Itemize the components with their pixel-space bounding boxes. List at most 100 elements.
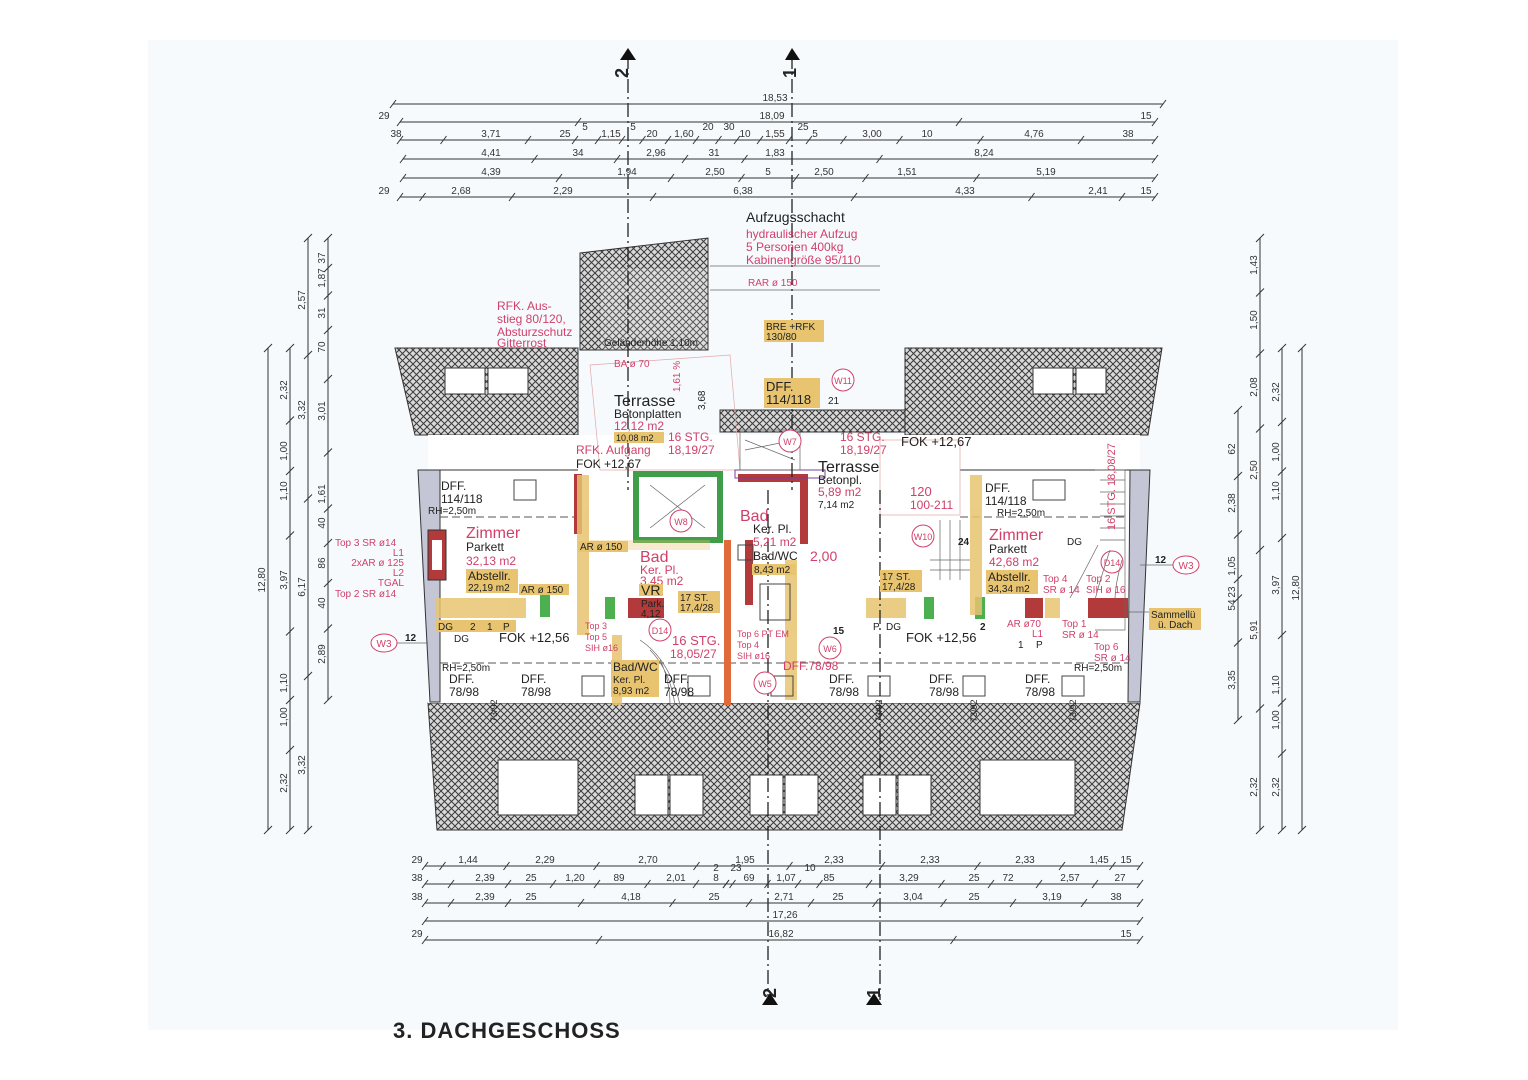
stairs-label: 16 STG. bbox=[668, 430, 713, 444]
dff-label: DFF. bbox=[766, 379, 793, 394]
dff-label: DFF. bbox=[985, 481, 1010, 495]
dim-tick bbox=[785, 135, 793, 145]
dim-tick bbox=[693, 861, 700, 871]
dim-tick bbox=[1255, 288, 1265, 297]
dim-label: 23 bbox=[730, 863, 742, 874]
dim-label: 4,18 bbox=[621, 892, 641, 903]
dim-label: 3,00 bbox=[862, 129, 882, 140]
dff-size: 78/98 bbox=[449, 685, 479, 699]
storage-area: 22,19 m2 bbox=[468, 583, 510, 594]
ba-label: BA ø 70 bbox=[614, 359, 650, 370]
dim-tick bbox=[447, 879, 455, 889]
dim-tick bbox=[1109, 861, 1116, 871]
bath-name: Bad bbox=[640, 549, 668, 566]
dim-label: 15 bbox=[1120, 929, 1132, 940]
stairs-size: 18,05/27 bbox=[670, 647, 717, 661]
marker-d14: D14 bbox=[648, 618, 672, 642]
dim-tick bbox=[323, 695, 333, 705]
dim-label: 1,10 bbox=[1271, 481, 1282, 501]
dim-label: 2,50 bbox=[1249, 460, 1260, 480]
marker-label: W6 bbox=[823, 644, 837, 654]
dim-label: 2,39 bbox=[475, 892, 495, 903]
dg-label: DG bbox=[886, 622, 901, 633]
dim-tick bbox=[850, 192, 858, 202]
dim-tick bbox=[692, 135, 700, 145]
dim-tick bbox=[715, 135, 722, 145]
rfk-exit-line: RFK. Aus- bbox=[497, 299, 552, 313]
dim-label: 2,41 bbox=[1088, 186, 1108, 197]
dim-tick bbox=[862, 173, 869, 183]
stairs-label: 16 STG. bbox=[672, 633, 720, 648]
room-height: RH=2,50m bbox=[442, 663, 490, 674]
dim-label: 2,32 bbox=[1249, 777, 1260, 797]
drawing-title: 3. DACHGESCHOSS bbox=[393, 1018, 621, 1043]
dff-label: DFF. bbox=[521, 672, 546, 686]
stairs-size: 18,19/27 bbox=[840, 443, 887, 457]
dim-tick bbox=[1233, 405, 1243, 415]
storage-area: 34,34 m2 bbox=[988, 584, 1030, 595]
marker-label: W11 bbox=[834, 376, 852, 386]
dim-label: 6,17 bbox=[297, 577, 308, 597]
dim-tick bbox=[323, 291, 333, 300]
fok-level: FOK +12,67 bbox=[901, 434, 971, 449]
dim-tick bbox=[593, 861, 600, 871]
dim-label: 1,44 bbox=[458, 855, 478, 866]
dim-label: 25 bbox=[525, 873, 537, 884]
marker-label: W8 bbox=[674, 517, 688, 527]
sammel-label: Sammellü bbox=[1151, 610, 1195, 621]
axis-label-2-bottom: 2 bbox=[760, 988, 780, 998]
dim-tick bbox=[323, 263, 333, 273]
duct-label: Top 3 bbox=[585, 621, 607, 631]
dim-tick bbox=[639, 135, 646, 145]
dim-tick bbox=[323, 448, 333, 457]
dim-label: 4,39 bbox=[481, 167, 501, 178]
dim-label: 2,57 bbox=[1060, 873, 1080, 884]
dim-label: 18,09 bbox=[759, 111, 784, 122]
dim-label: 38 bbox=[411, 873, 423, 884]
marker-label: W7 bbox=[783, 437, 797, 447]
dim-tick bbox=[805, 135, 813, 145]
dim-tick bbox=[399, 154, 407, 164]
stairs-label: 16 STG. bbox=[840, 430, 885, 444]
dim-tick bbox=[524, 135, 532, 145]
dim-label: 40 bbox=[317, 597, 328, 609]
dim-tick bbox=[1255, 233, 1265, 243]
dim-label: 3,19 bbox=[1042, 892, 1062, 903]
dim-label: 2,57 bbox=[297, 290, 308, 310]
dim-label: 2,71 bbox=[774, 892, 794, 903]
rfk-exit-line: Gitterrost bbox=[497, 336, 547, 350]
dim-label: 3,32 bbox=[297, 755, 308, 775]
dff-label: DFF. bbox=[929, 672, 954, 686]
dim-tick bbox=[764, 879, 771, 889]
dim-label: 2,89 bbox=[317, 644, 328, 664]
dim-label: 27 bbox=[1114, 873, 1126, 884]
dim-tick bbox=[1233, 574, 1243, 584]
dim-label: 5 bbox=[582, 122, 588, 133]
dim-tick bbox=[285, 531, 295, 540]
dim-tick bbox=[1297, 825, 1307, 835]
dim-tick bbox=[786, 861, 793, 871]
dff-size: 78/98 bbox=[1025, 685, 1055, 699]
dim-tick bbox=[1233, 530, 1243, 539]
dim-tick bbox=[1233, 638, 1243, 647]
dim-label: 31 bbox=[708, 148, 720, 159]
dff-label: DFF. bbox=[664, 672, 689, 686]
dim-label: 1,94 bbox=[617, 167, 637, 178]
dim-tick bbox=[1151, 154, 1159, 164]
dim-label: 29 bbox=[378, 111, 390, 122]
dim-label: 2,50 bbox=[814, 167, 834, 178]
dim-label: 8,24 bbox=[974, 148, 994, 159]
dim-label: 40 bbox=[317, 517, 328, 529]
dim-tick bbox=[389, 99, 397, 109]
dim-label: 2,29 bbox=[553, 186, 573, 197]
duct-label: SR ø 14 bbox=[1094, 653, 1131, 664]
elevator-line: hydraulischer Aufzug bbox=[746, 227, 857, 241]
terrace-right-area2: 7,14 m2 bbox=[818, 500, 855, 511]
dim-tick bbox=[1277, 467, 1287, 476]
dim-label: 2,29 bbox=[535, 855, 555, 866]
dim-tick bbox=[303, 350, 313, 360]
bath-dim: 2,00 bbox=[810, 548, 837, 564]
room-floor: Parkett bbox=[989, 542, 1028, 556]
dim-label: 12,80 bbox=[257, 567, 268, 592]
dim-label: 1,00 bbox=[279, 441, 290, 461]
